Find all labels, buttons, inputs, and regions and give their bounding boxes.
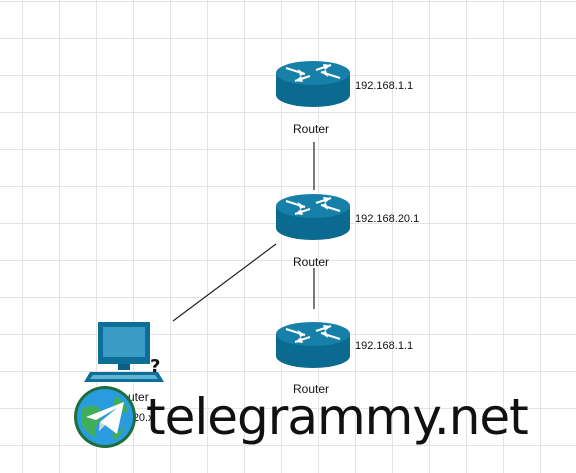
router-top-icon[interactable] xyxy=(274,59,352,109)
router-top-ip: 192.168.1.1 xyxy=(355,80,414,92)
router-middle-icon[interactable] xyxy=(274,192,352,242)
watermark-text: telegrammy.net xyxy=(146,388,529,446)
telegram-globe-icon xyxy=(74,386,136,448)
router-top-label: Router xyxy=(293,122,330,136)
router-bottom-label: Router xyxy=(293,382,330,396)
router-middle-ip: 192.168.20.1 xyxy=(355,213,420,225)
svg-text:?: ? xyxy=(150,356,160,377)
link-middle-computer xyxy=(172,243,277,322)
router-bottom-icon[interactable] xyxy=(274,320,352,370)
computer-icon[interactable]: ? xyxy=(84,322,164,382)
router-bottom-ip: 192.168.1.1 xyxy=(355,340,414,352)
watermark: telegrammy.net xyxy=(72,382,529,452)
router-middle-label: Router xyxy=(293,255,330,269)
